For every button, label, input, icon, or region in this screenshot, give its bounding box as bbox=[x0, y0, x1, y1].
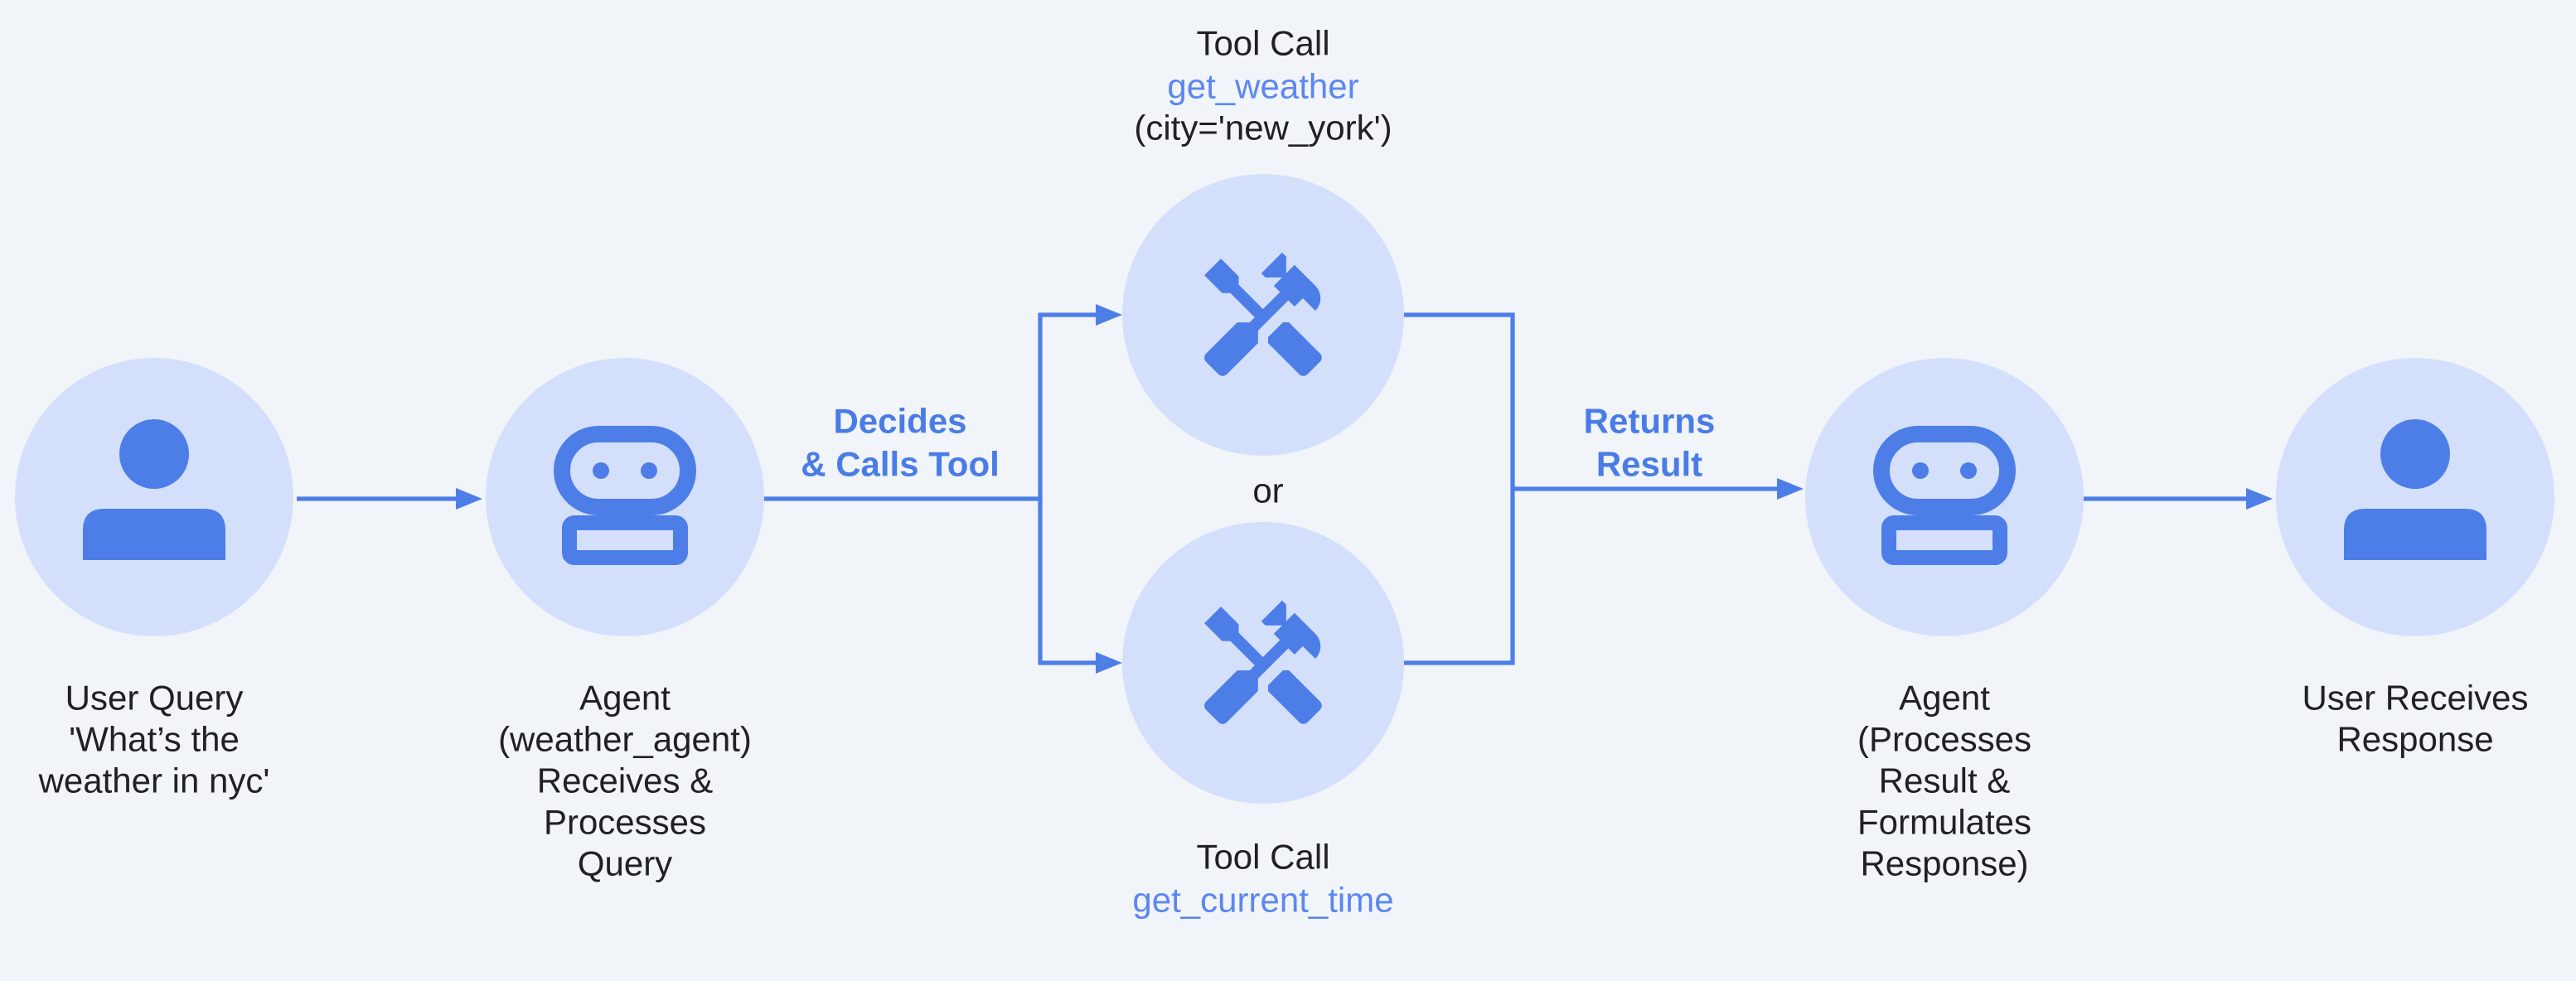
edge-label-returns-line2: Result bbox=[1596, 445, 1702, 484]
node-label-line: (Processes bbox=[1857, 720, 2031, 759]
node-label-line: Agent bbox=[1899, 679, 1990, 718]
node-background-circle bbox=[2276, 358, 2554, 636]
node-label-line: Query bbox=[578, 844, 672, 883]
person-icon bbox=[83, 419, 225, 560]
edge-returns-result: Returns Result bbox=[1513, 402, 1804, 500]
node-label-line: Agent bbox=[579, 679, 671, 718]
node-label-line: (weather_agent) bbox=[498, 720, 752, 759]
handyman-glyph bbox=[1204, 600, 1322, 724]
edge-fork-to-tool-weather bbox=[1039, 304, 1122, 326]
person-head bbox=[119, 419, 189, 489]
node-label-line: Formulates bbox=[1857, 803, 2031, 842]
node-label-line: Tool Call bbox=[1196, 838, 1329, 877]
robot-eye-left bbox=[1912, 462, 1929, 479]
person-body bbox=[83, 509, 225, 560]
robot-body bbox=[562, 515, 688, 565]
edge-fork-to-tool-time bbox=[1039, 652, 1122, 674]
node-agent-receive: Agent (weather_agent) Receives & Process… bbox=[486, 358, 764, 883]
arrowhead-icon bbox=[1096, 304, 1122, 326]
node-user-start: User Query 'What’s the weather in nyc' bbox=[15, 358, 293, 800]
tool-function-name: get_current_time bbox=[1132, 881, 1393, 920]
robot-icon bbox=[554, 426, 696, 565]
node-label-line: 'What’s the bbox=[69, 720, 240, 759]
arrowhead-icon bbox=[456, 488, 482, 510]
edge-agent-to-user bbox=[2084, 488, 2273, 510]
arrowhead-icon bbox=[1777, 478, 1804, 500]
edge-label-returns-line1: Returns bbox=[1584, 402, 1716, 441]
node-label-line: Response) bbox=[1860, 844, 2028, 883]
node-tool-weather: Tool Call get_weather (city='new_york') bbox=[1122, 24, 1404, 456]
handyman-glyph bbox=[1204, 252, 1322, 376]
edge-agent-to-fork: Decides & Calls Tool bbox=[764, 313, 1043, 664]
node-tool-time: Tool Call get_current_time bbox=[1122, 522, 1404, 920]
person-body bbox=[2344, 509, 2486, 560]
robot-head bbox=[554, 426, 696, 515]
robot-head bbox=[1873, 426, 2016, 515]
tool-function-name: get_weather bbox=[1167, 67, 1358, 106]
node-background-circle bbox=[15, 358, 293, 636]
node-label-line: Result & bbox=[1879, 761, 2011, 800]
person-head bbox=[2380, 419, 2450, 489]
node-agent-respond: Agent (Processes Result & Formulates Res… bbox=[1805, 358, 2084, 883]
robot-icon bbox=[1873, 426, 2016, 565]
edge-tools-join bbox=[1404, 312, 1515, 665]
robot-eye-right bbox=[1960, 462, 1977, 479]
arrowhead-icon bbox=[1096, 652, 1122, 674]
arrowhead-icon bbox=[2246, 488, 2273, 510]
robot-body bbox=[1881, 515, 2007, 565]
edge-label-decides-line2: & Calls Tool bbox=[801, 445, 1000, 484]
tool-function-args: (city='new_york') bbox=[1134, 109, 1392, 147]
or-label: or bbox=[1252, 471, 1283, 510]
node-background-circle bbox=[1805, 358, 2084, 636]
robot-eye-left bbox=[593, 462, 609, 479]
node-user-end: User Receives Response bbox=[2276, 358, 2554, 759]
node-label-line: Receives & bbox=[537, 761, 713, 800]
edge-user-to-agent bbox=[297, 488, 482, 510]
node-label-line: Processes bbox=[544, 803, 706, 842]
hammer-wrench-icon bbox=[1204, 600, 1322, 724]
edge-label-decides-line1: Decides bbox=[833, 402, 966, 441]
node-background-circle bbox=[486, 358, 764, 636]
hammer-wrench-icon bbox=[1204, 252, 1322, 376]
node-label-line: User Receives bbox=[2302, 679, 2528, 718]
node-label-line: User Query bbox=[65, 679, 244, 718]
node-label-line: Response bbox=[2336, 720, 2493, 759]
robot-eye-right bbox=[641, 462, 657, 479]
node-label-line: weather in nyc' bbox=[38, 761, 270, 800]
node-label-line: Tool Call bbox=[1196, 24, 1329, 63]
person-icon bbox=[2344, 419, 2486, 560]
